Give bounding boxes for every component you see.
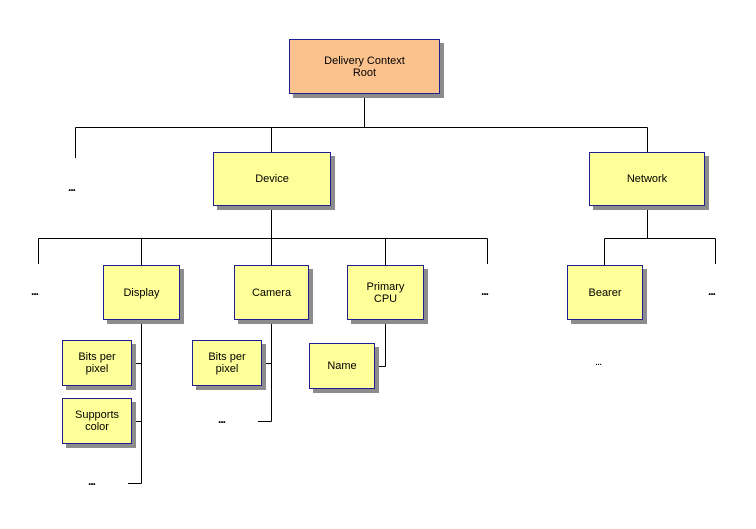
node-label: Network: [626, 173, 668, 185]
node-display-bits-per-pixel: Bits per pixel: [62, 340, 132, 386]
ellipsis-network-right: ...: [708, 284, 716, 298]
ellipsis-display-bottom: ...: [88, 474, 96, 488]
node-bearer: Bearer: [567, 265, 643, 320]
node-primary-cpu: Primary CPU: [347, 265, 424, 320]
node-label: Primary CPU: [366, 280, 405, 305]
node-device: Device: [213, 152, 331, 206]
node-label: Supports color: [74, 409, 120, 433]
node-label: Bearer: [588, 286, 622, 299]
node-label: Display: [123, 286, 160, 299]
ellipsis-camera-bottom: ...: [218, 412, 226, 426]
ellipsis-bearer-below: ...: [595, 356, 602, 368]
node-camera-bits-per-pixel: Bits per pixel: [192, 340, 262, 386]
node-network: Network: [589, 152, 705, 206]
node-label: Delivery Context Root: [324, 54, 405, 79]
ellipsis-device-right: ...: [481, 284, 489, 298]
node-supports-color: Supports color: [62, 398, 132, 444]
ellipsis-device-left: ...: [31, 284, 39, 298]
node-label: Camera: [251, 286, 292, 299]
node-display: Display: [103, 265, 180, 320]
ellipsis-root-left: ...: [68, 180, 76, 194]
node-label: Device: [255, 173, 289, 185]
node-delivery-context-root: Delivery Context Root: [289, 39, 440, 94]
node-label: Bits per pixel: [78, 351, 116, 375]
node-camera: Camera: [234, 265, 309, 320]
node-label: Bits per pixel: [208, 351, 246, 375]
node-cpu-name: Name: [309, 343, 375, 389]
node-label: Name: [327, 360, 357, 372]
